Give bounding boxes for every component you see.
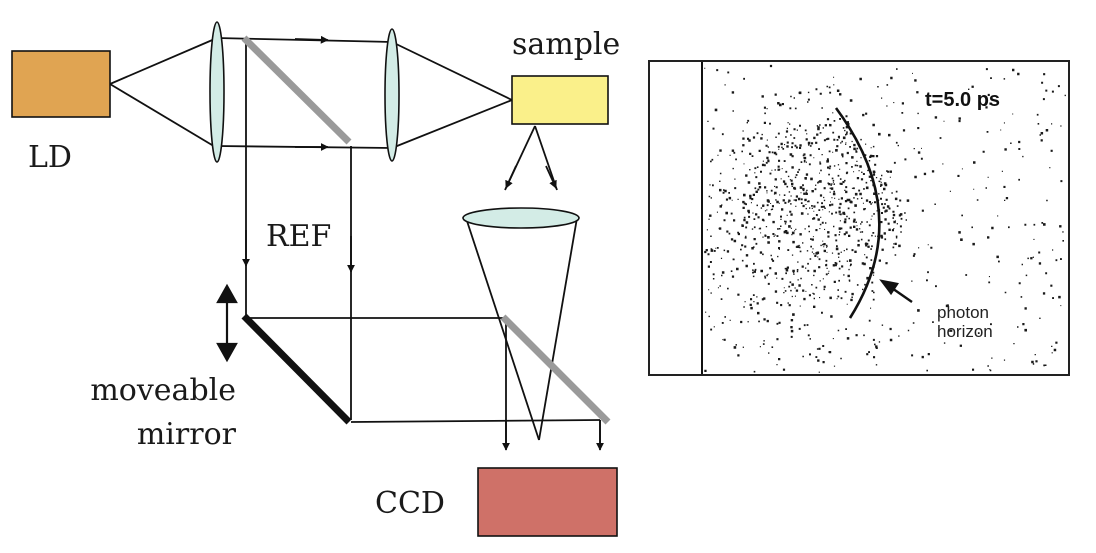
ref-label: REF xyxy=(266,219,331,254)
mirror-motion-double-arrow xyxy=(216,283,238,363)
beamsplitter-bottom xyxy=(500,314,611,425)
photon-horizon-curve xyxy=(834,107,881,319)
sample-label: sample xyxy=(512,27,620,62)
time-label: t=5.0 ps xyxy=(925,89,1000,111)
horizon-label: horizon xyxy=(937,322,993,341)
arrow-top-beam xyxy=(294,35,329,44)
speckle-dots xyxy=(704,64,1066,373)
lens-1 xyxy=(209,21,225,163)
image-frame xyxy=(648,60,1070,376)
ld-laser-box xyxy=(11,50,111,118)
lens-2 xyxy=(384,28,400,162)
beam-paths xyxy=(109,37,601,448)
ccd-box xyxy=(477,467,618,537)
arrow-scatter-left xyxy=(505,165,517,189)
optical-diagram: LD sample REF moveable mirror CCD xyxy=(11,21,620,537)
lens-3 xyxy=(462,207,580,229)
beamsplitter-top xyxy=(241,35,352,145)
photon-horizon-image: t=5.0 ps photon horizon xyxy=(648,60,1070,376)
arrow-scatter-right xyxy=(545,165,557,189)
moveable-mirror-label-line1: moveable xyxy=(90,373,236,408)
speckle-pattern xyxy=(704,64,1066,373)
ccd-label: CCD xyxy=(375,486,445,521)
beam-arrows xyxy=(242,35,604,451)
moveable-mirror-label-line2: mirror xyxy=(137,417,237,452)
photon-label: photon xyxy=(937,303,989,322)
sample-box xyxy=(511,75,609,125)
ld-label: LD xyxy=(28,140,72,175)
photon-horizon-arrow xyxy=(879,279,913,303)
moveable-mirror xyxy=(241,313,352,425)
